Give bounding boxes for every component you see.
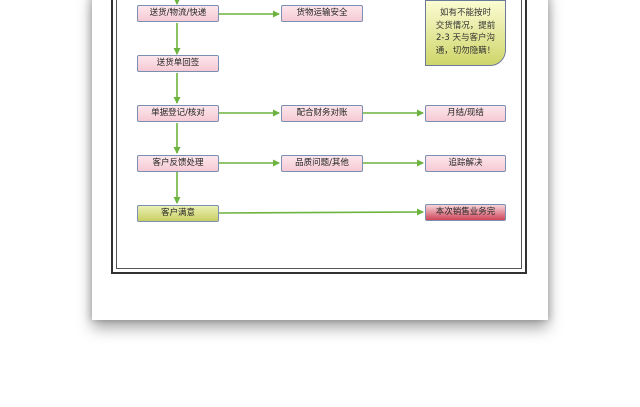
note-line: 如有不能按时	[439, 8, 491, 18]
node-follow-up[interactable]: 追踪解决	[425, 155, 506, 172]
node-satisfied[interactable]: 客户满意	[137, 205, 219, 222]
node-quality-issue[interactable]: 品质问题/其他	[281, 155, 363, 172]
note-line: 交货情况，提前	[435, 20, 496, 31]
node-receipt-sign[interactable]: 送货单回签	[137, 55, 219, 72]
node-settlement[interactable]: 月结/现结	[425, 105, 506, 122]
note-line: 通，切勿隐瞒！	[435, 45, 496, 56]
delivery-note: 如有不能按时 交货情况，提前 2-3 天与客户沟 通，切勿隐瞒！	[425, 0, 506, 66]
node-doc-register[interactable]: 单据登记/核对	[137, 105, 219, 122]
node-complete[interactable]: 本次销售业务完	[425, 204, 506, 221]
note-line: 2-3 天与客户沟	[435, 33, 496, 43]
node-delivery[interactable]: 送货/物流/快递	[137, 5, 219, 22]
node-finance-reconcile[interactable]: 配合财务对账	[281, 105, 363, 122]
outer-frame	[111, 0, 527, 274]
arrow-satisfied-complete	[218, 208, 424, 216]
inner-frame	[116, 0, 522, 269]
node-transport-safety[interactable]: 货物运输安全	[281, 5, 363, 22]
node-feedback[interactable]: 客户反馈处理	[137, 155, 219, 172]
